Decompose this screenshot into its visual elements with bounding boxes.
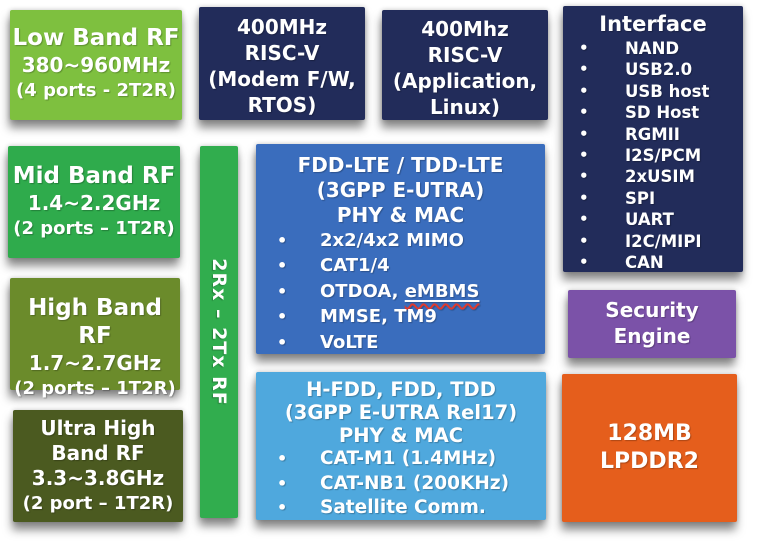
- fdd-lte-item-otdoa-embms: • OTDOA, eMBMS: [256, 279, 545, 304]
- block-rf-transceiver-bar: 2Rx – 2Tx RF: [200, 146, 238, 518]
- embms-underlined-label: eMBMS: [404, 280, 480, 302]
- interface-item-usb-host: •USB host: [563, 81, 743, 102]
- bullet-icon: •: [277, 449, 288, 468]
- interface-item-i2c-mipi: •I2C/MIPI: [563, 231, 743, 252]
- bullet-icon: •: [579, 103, 589, 122]
- bullet-icon: •: [277, 332, 288, 352]
- bullet-icon: •: [277, 498, 288, 517]
- bullet-icon: •: [277, 307, 288, 327]
- hfdd-item-cat-m1: •CAT-M1 (1.4MHz): [256, 447, 546, 472]
- block-interface: Interface •NAND •USB2.0 •USB host •SD Ho…: [563, 6, 743, 272]
- ultra-band-rf-frequency: 3.3~3.8GHz: [31, 466, 165, 490]
- hfdd-phy-mac: PHY & MAC: [338, 424, 464, 447]
- interface-item-spi: •SPI: [563, 188, 743, 209]
- bullet-icon: •: [579, 60, 589, 79]
- hfdd-item-cat-nb1: •CAT-NB1 (200KHz): [256, 472, 546, 497]
- interface-item-usb2: •USB2.0: [563, 59, 743, 80]
- bullet-icon: •: [579, 81, 589, 100]
- bullet-icon: •: [579, 231, 589, 250]
- bullet-icon: •: [579, 210, 589, 229]
- ultra-band-rf-name-2: Band RF: [51, 441, 145, 465]
- mid-band-rf-ports: (2 ports – 1T2R): [13, 218, 175, 239]
- high-band-rf-name: High Band RF: [28, 295, 162, 349]
- block-modem-cpu: 400MHz RISC-V (Modem F/W, RTOS): [199, 7, 365, 120]
- block-fdd-tdd-lte-modem: FDD-LTE / TDD-LTE (3GPP E-UTRA) PHY & MA…: [256, 144, 545, 354]
- interface-item-can: •CAN: [563, 252, 743, 273]
- interface-title: Interface: [599, 12, 707, 36]
- modem-cpu-role-1: (Modem F/W,: [208, 67, 356, 91]
- app-cpu-arch: RISC-V: [427, 43, 503, 67]
- block-ultra-high-band-rf: Ultra High Band RF 3.3~3.8GHz (2 port – …: [13, 410, 183, 522]
- bullet-icon: •: [277, 473, 288, 493]
- ultra-band-rf-ports: (2 port – 1T2R): [22, 493, 174, 514]
- bullet-icon: •: [579, 188, 589, 207]
- modem-cpu-clock: 400MHz: [236, 15, 328, 39]
- block-application-cpu: 400Mhz RISC-V (Application, Linux): [382, 10, 548, 120]
- fdd-lte-item-mmse-tm9: •MMSE, TM9: [256, 304, 545, 329]
- mid-band-rf-frequency: 1.4~2.2GHz: [27, 191, 161, 215]
- bullet-icon: •: [579, 167, 589, 186]
- block-security-engine: Security Engine: [568, 290, 736, 358]
- block-high-band-rf: High Band RF 1.7~2.7GHz (2 ports – 1T2R): [10, 278, 180, 399]
- hfdd-standard: (3GPP E-UTRA Rel17): [284, 401, 518, 424]
- app-cpu-role-2: Linux): [429, 95, 501, 119]
- block-hfdd-iot-modem: H-FDD, FDD, TDD (3GPP E-UTRA Rel17) PHY …: [256, 372, 546, 520]
- bullet-icon: •: [277, 231, 288, 250]
- modem-cpu-arch: RISC-V: [244, 41, 320, 65]
- interface-item-i2s-pcm: •I2S/PCM: [563, 145, 743, 166]
- fdd-lte-item-mimo: •2x2/4x2 MIMO: [256, 228, 545, 253]
- security-engine-label-1: Security: [605, 298, 699, 322]
- bullet-icon: •: [579, 39, 589, 57]
- interface-item-uart: •UART: [563, 209, 743, 230]
- block-low-band-rf: Low Band RF 380~960MHz (4 ports - 2T2R): [10, 10, 182, 120]
- memory-size-label: 128MB: [607, 421, 692, 446]
- otdoa-label: OTDOA,: [320, 280, 405, 302]
- bullet-icon: •: [277, 281, 288, 301]
- low-band-rf-frequency: 380~960MHz: [21, 53, 171, 77]
- fdd-lte-phy-mac: PHY & MAC: [336, 203, 465, 227]
- bullet-icon: •: [277, 256, 288, 276]
- fdd-lte-item-cat: •CAT1/4: [256, 253, 545, 278]
- app-cpu-clock: 400Mhz: [421, 17, 509, 41]
- bullet-icon: •: [579, 146, 589, 165]
- app-cpu-role-1: (Application,: [392, 69, 538, 93]
- security-engine-label-2: Engine: [613, 324, 691, 348]
- low-band-rf-name: Low Band RF: [12, 25, 180, 51]
- fdd-lte-title: FDD-LTE / TDD-LTE: [297, 153, 504, 177]
- modem-cpu-role-2: RTOS): [247, 93, 317, 117]
- hfdd-title: H-FDD, FDD, TDD: [306, 378, 496, 401]
- high-band-rf-ports: (2 ports – 1T2R): [14, 378, 176, 399]
- fdd-lte-standard: (3GPP E-UTRA): [316, 178, 485, 202]
- interface-item-sd-host: •SD Host: [563, 102, 743, 123]
- fdd-lte-item-volte: •VoLTE: [256, 330, 545, 355]
- high-band-rf-frequency: 1.7~2.7GHz: [28, 351, 162, 375]
- mid-band-rf-name: Mid Band RF: [12, 163, 176, 189]
- bullet-icon: •: [579, 124, 589, 143]
- hfdd-item-satellite: •Satellite Comm.: [256, 496, 546, 521]
- bullet-icon: •: [579, 253, 589, 272]
- memory-type-label: LPDDR2: [600, 449, 699, 474]
- block-mid-band-rf: Mid Band RF 1.4~2.2GHz (2 ports – 1T2R): [8, 146, 180, 258]
- interface-item-usim: •2xUSIM: [563, 166, 743, 187]
- ultra-band-rf-name-1: Ultra High: [40, 416, 156, 440]
- rf-transceiver-label: 2Rx – 2Tx RF: [208, 258, 230, 406]
- interface-item-nand: •NAND: [563, 38, 743, 59]
- interface-item-rgmii: •RGMII: [563, 124, 743, 145]
- low-band-rf-ports: (4 ports - 2T2R): [16, 80, 176, 101]
- block-lpddr2-memory: 128MB LPDDR2: [562, 374, 737, 522]
